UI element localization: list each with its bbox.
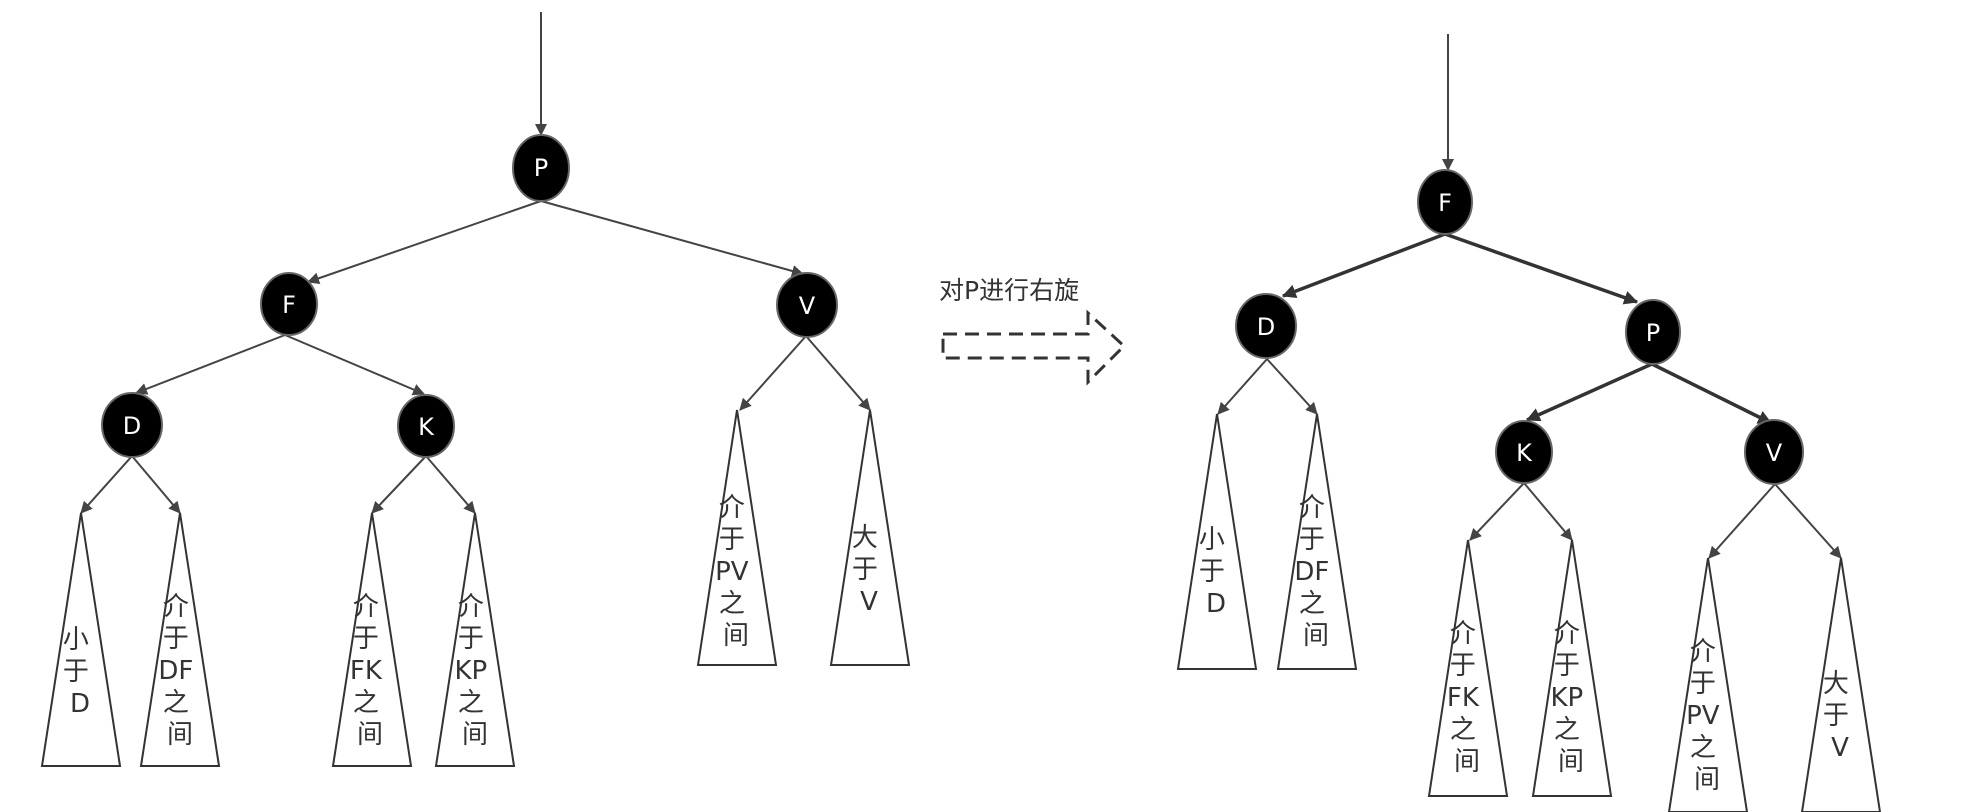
- subtree-between-KP: 介 于 KP 之 间: [1531, 539, 1613, 797]
- subtree-between-FK: 介 于 FK 之 间: [1427, 539, 1509, 797]
- svg-text:介 于 PV: 介 于 PV 之 间: [715, 493, 757, 651]
- svg-text:P: P: [1646, 319, 1660, 347]
- subtree-between-PV: 介 于 PV 之 间: [1667, 557, 1749, 812]
- subtree-between-FK: 介 于 FK 之 间: [331, 512, 413, 767]
- subtree-greater-than-V: 大 于 V: [1800, 557, 1882, 812]
- svg-text:V: V: [1766, 439, 1783, 467]
- edge-F-to-K: [284, 334, 425, 396]
- node-P: P: [1625, 299, 1681, 365]
- edge-V-to-PV: [739, 335, 807, 411]
- svg-text:小 于 D: 小 于 D: [1199, 525, 1233, 619]
- edge-D-to-DF: [131, 455, 181, 514]
- node-K: K: [397, 394, 455, 458]
- edge-D-to-DF: [1266, 358, 1318, 415]
- edge-F-to-D: [1281, 232, 1446, 298]
- node-K: K: [1495, 420, 1553, 484]
- edge-P-to-F: [307, 200, 542, 285]
- dashed-right-arrow-icon: [941, 309, 1127, 386]
- node-D: D: [1235, 293, 1297, 359]
- edge-V-to-gtV: [805, 335, 871, 411]
- node-V: V: [1744, 419, 1804, 485]
- subtree-between-PV: 介 于 PV 之 间: [696, 409, 778, 666]
- subtree-greater-than-V: 大 于 V: [829, 409, 911, 666]
- edge-K-to-KP: [425, 455, 476, 514]
- subtree-less-than-D: 小 于 D: [1176, 413, 1258, 670]
- svg-text:K: K: [1516, 439, 1533, 467]
- edge-K-to-FK: [371, 455, 427, 514]
- subtree-less-than-D: 小 于 D: [40, 512, 122, 767]
- operation-label: 对P进行右旋: [939, 276, 1079, 305]
- subtree-between-DF: 介 于 DF 之 间: [139, 512, 221, 767]
- node-P: P: [512, 134, 570, 202]
- edge-K-to-KP: [1523, 482, 1573, 541]
- svg-text:D: D: [123, 412, 141, 440]
- node-V: V: [776, 272, 838, 338]
- svg-text:F: F: [282, 291, 296, 319]
- node-F: F: [1417, 169, 1473, 235]
- edge-K-to-FK: [1469, 482, 1525, 541]
- svg-text:介 于 KP: 介 于 KP 之 间: [455, 592, 496, 750]
- edge-V-to-PV: [1708, 483, 1776, 559]
- edge-V-to-gtV: [1774, 483, 1842, 559]
- tree-after: 小 于 D 介 于 DF 之 间 介 于 FK 之 间: [1176, 34, 1882, 812]
- tree-before: 小 于 D 介 于 DF 之 间 介 于 FK 之 间: [40, 12, 911, 767]
- svg-text:大 于 V: 大 于 V: [852, 523, 886, 617]
- rotation-operation: 对P进行右旋: [939, 276, 1127, 386]
- svg-text:小 于 D: 小 于 D: [63, 625, 97, 719]
- edge-P-to-V: [540, 200, 804, 277]
- svg-text:K: K: [418, 413, 435, 441]
- edge-P-to-K: [1525, 362, 1653, 422]
- edge-D-to-ltD: [1217, 358, 1268, 415]
- edge-F-to-D: [135, 334, 286, 395]
- svg-text:大 于 V: 大 于 V: [1823, 669, 1857, 763]
- svg-text:介 于 FK: 介 于 FK 之 间: [1447, 619, 1487, 777]
- svg-text:F: F: [1438, 189, 1452, 217]
- svg-text:V: V: [799, 292, 816, 320]
- edge-P-to-V: [1651, 362, 1773, 425]
- svg-text:D: D: [1257, 313, 1275, 341]
- svg-text:介 于 DF: 介 于 DF 之 间: [158, 592, 201, 750]
- subtree-between-KP: 介 于 KP 之 间: [434, 512, 516, 767]
- svg-text:介 于 FK: 介 于 FK 之 间: [350, 592, 390, 750]
- svg-text:介 于 DF: 介 于 DF 之 间: [1294, 493, 1337, 651]
- node-F: F: [260, 272, 318, 336]
- subtree-between-DF: 介 于 DF 之 间: [1276, 413, 1358, 670]
- svg-text:介 于 PV: 介 于 PV 之 间: [1686, 637, 1728, 795]
- edge-D-to-ltD: [80, 455, 133, 514]
- svg-text:P: P: [534, 154, 548, 182]
- svg-text:介 于 KP: 介 于 KP 之 间: [1551, 619, 1592, 777]
- edge-F-to-P: [1444, 232, 1639, 305]
- node-D: D: [101, 392, 163, 458]
